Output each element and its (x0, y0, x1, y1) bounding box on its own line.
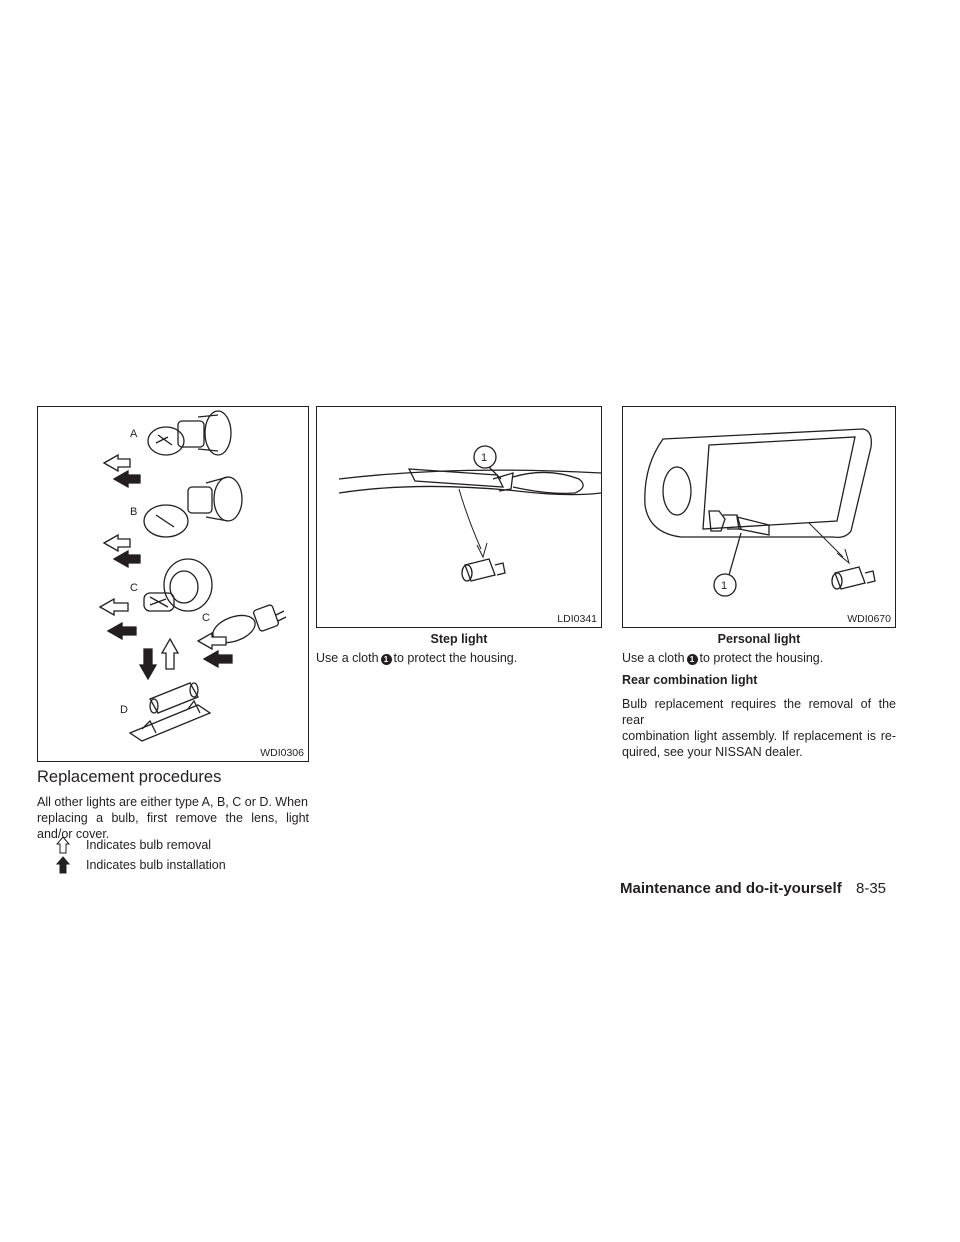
step-light-illustration: 1 (338, 445, 601, 582)
figure-code: WDI0670 (847, 613, 891, 625)
callout-1-badge: 1 (380, 653, 392, 665)
bulb-types-illustration: A B C C D (98, 410, 287, 742)
label-d: D (120, 704, 128, 716)
personal-light-figure: 1 WDI0670 (622, 406, 896, 628)
replacement-figure: A B C C D WDI0306 (37, 406, 309, 762)
label-c-right: C (202, 612, 210, 624)
label-a: A (130, 428, 138, 440)
paragraph-line: quired, see your NISSAN dealer. (622, 745, 803, 759)
rear-combination-heading: Rear combination light (622, 673, 758, 687)
legend-removal-text: Indicates bulb removal (86, 838, 212, 852)
rear-combination-paragraph: Bulb replacement requires the removal of… (622, 696, 896, 760)
personal-light-callout: 1 (721, 580, 727, 592)
label-c-left: C (130, 582, 138, 594)
replacement-paragraph: All other lights are either type A, B, C… (37, 794, 309, 842)
paragraph-line: All other lights are either type A, B, C… (37, 795, 308, 809)
footer-page-number: 8-35 (856, 880, 887, 897)
personal-light-illustration: 1 (644, 428, 876, 597)
legend-installation-text: Indicates bulb installation (86, 858, 226, 872)
step-light-caption: Step light (430, 632, 488, 646)
instruction-text: Use a cloth (622, 651, 685, 665)
paragraph-line: replacing a bulb, first remove the lens,… (37, 811, 309, 825)
outline-arrow-icon (56, 836, 70, 854)
step-light-callout: 1 (481, 452, 487, 464)
personal-light-caption: Personal light (717, 632, 801, 646)
paragraph-line: combination light assembly. If replaceme… (622, 729, 896, 743)
instruction-text: to protect the housing. (393, 651, 518, 665)
label-b: B (130, 506, 137, 518)
paragraph-line: and/or cover. (37, 827, 110, 841)
callout-1-badge: 1 (686, 653, 698, 665)
footer-section-title: Maintenance and do-it-yourself (620, 880, 842, 897)
solid-arrow-icon (56, 856, 70, 874)
paragraph-line: Bulb replacement requires the removal of… (622, 697, 896, 727)
instruction-text: to protect the housing. (699, 651, 824, 665)
instruction-text: Use a cloth (316, 651, 379, 665)
replacement-heading: Replacement procedures (37, 768, 222, 786)
step-light-figure: 1 LDI0341 (316, 406, 602, 628)
figure-code: LDI0341 (557, 613, 597, 625)
figure-code: WDI0306 (260, 747, 304, 759)
